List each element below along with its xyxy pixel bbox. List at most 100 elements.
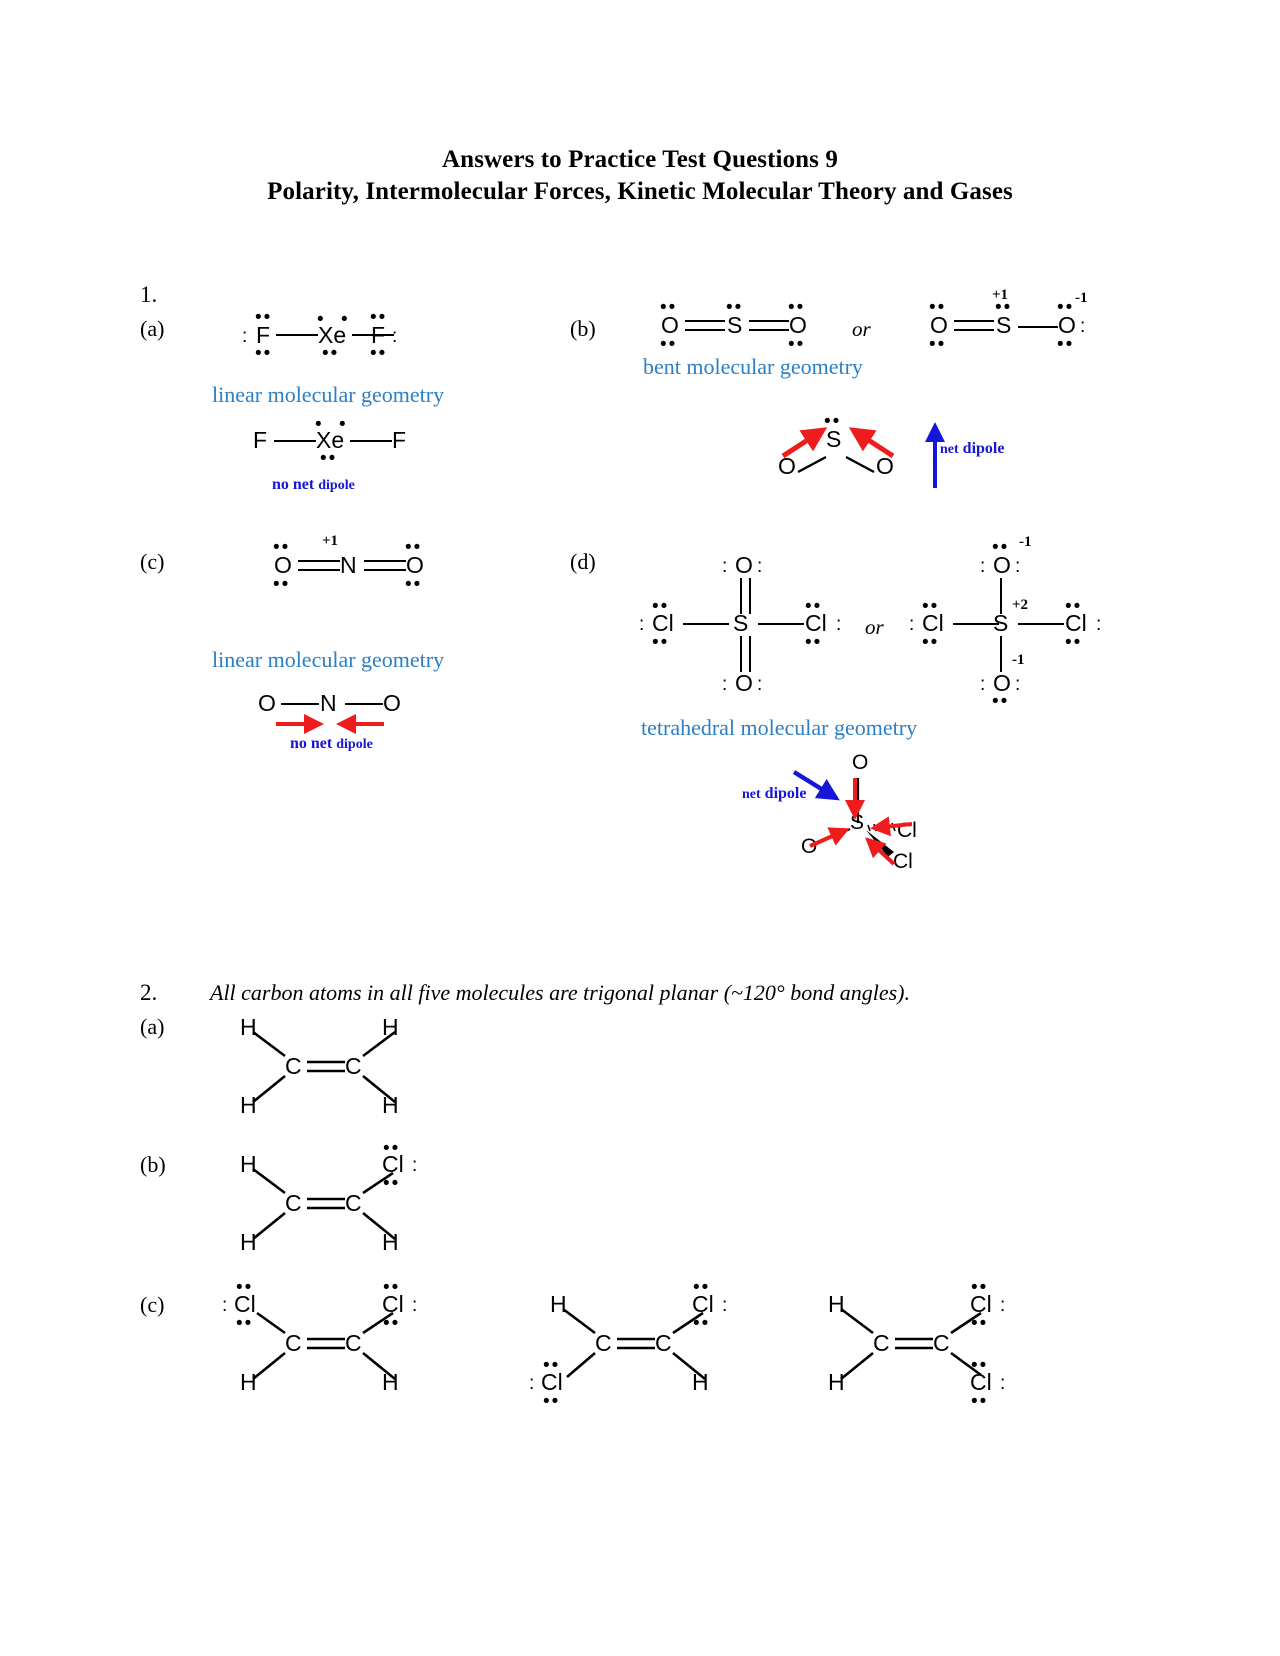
bonds-2c2	[562, 1307, 706, 1381]
shape-atom-o-right: O	[876, 453, 894, 479]
or-separator-1b: or	[852, 317, 871, 341]
geometry-label-1a: linear molecular geometry	[212, 382, 445, 407]
question-2-number: 2.	[140, 980, 158, 1005]
atom-f-right: F	[371, 322, 386, 348]
bonds-2c3	[840, 1307, 982, 1381]
dipole-label-1b: net dipole	[940, 440, 1004, 458]
atom-cl-topright-2c2: Cl	[692, 1291, 714, 1317]
bond-dipole-arrows-no2	[276, 714, 384, 734]
atom-c-right-2c1: C	[345, 1330, 362, 1356]
shape-atom-o-left-c: O	[258, 690, 276, 716]
atom-c-right-2a: C	[345, 1053, 362, 1079]
bond-dipole-arrows-so2	[781, 427, 895, 459]
atom-c-right-2c2: C	[655, 1330, 672, 1356]
atom-o-right: O	[789, 312, 807, 338]
atom-h-bottomleft-2a: H	[240, 1092, 257, 1118]
dipole-label-1d: net dipole	[742, 785, 806, 803]
net-dipole-arrow-so2	[925, 422, 945, 488]
bond-dipole-arrows-so2cl2	[809, 778, 913, 866]
atom-c-left-2c3: C	[873, 1330, 890, 1356]
dipole-prefix-1b: net	[940, 442, 959, 457]
dipole-label-1a: no net dipole	[272, 476, 355, 494]
question-1b-label: (b)	[570, 316, 596, 341]
question-1-number: 1.	[140, 282, 158, 307]
atom-s-center-d: S	[733, 610, 749, 636]
atom-h-bottomright-2a: H	[382, 1092, 399, 1118]
atom-cl-left-d2: Cl	[922, 610, 944, 636]
formal-charge-o: -1	[1075, 290, 1088, 306]
atom-cl-right-d2: Cl	[1065, 610, 1087, 636]
atom-xe-center: Xe	[318, 322, 347, 348]
shape-atom-f-left: F	[253, 427, 268, 453]
atom-f-left: F	[256, 322, 271, 348]
atom-o-left-2: O	[930, 312, 948, 338]
atom-c-right-2b: C	[345, 1190, 362, 1216]
dipole-prefix-1c: no net	[290, 735, 333, 752]
atom-c-left-2c1: C	[285, 1330, 302, 1356]
atom-s-center-2: S	[996, 312, 1012, 338]
bonds-2c1	[252, 1311, 396, 1381]
bonds-2b	[252, 1167, 396, 1241]
formal-charge-o-bottom: -1	[1012, 652, 1025, 668]
atom-h-bottomright-2c2: H	[692, 1369, 709, 1395]
dipole-word-1d: dipole	[764, 785, 807, 802]
dipole-label-1c: no net dipole	[290, 735, 373, 753]
dipole-word-1a: dipole	[318, 478, 355, 493]
atom-o-left-c: O	[274, 552, 292, 578]
atom-o-top-d2: O	[993, 552, 1011, 578]
shape-atom-n: N	[320, 690, 337, 716]
question-2b-label: (b)	[140, 1152, 166, 1177]
or-separator-1d: or	[865, 615, 884, 639]
shape-atom-o-left: O	[778, 453, 796, 479]
shape-atom-o-right-c: O	[383, 690, 401, 716]
atom-s-center-d2: S	[993, 610, 1009, 636]
shape-atom-xe: Xe	[316, 427, 345, 453]
shape-atom-s: S	[826, 426, 842, 452]
shape3d-atom-cl-bottom: Cl	[893, 850, 913, 873]
atom-o-bottom-d: O	[735, 670, 753, 696]
atom-o-bottom-d2: O	[993, 670, 1011, 696]
question-2-statement: All carbon atoms in all five molecules a…	[210, 980, 910, 1005]
atom-cl-left-d: Cl	[652, 610, 674, 636]
shape3d-atom-o-top: O	[852, 751, 869, 774]
atom-c-right-2c3: C	[933, 1330, 950, 1356]
atom-c-left-2b: C	[285, 1190, 302, 1216]
atom-cl-topright-2c3: Cl	[970, 1291, 992, 1317]
formal-charge-s-d: +2	[1012, 597, 1029, 613]
atom-o-top-d: O	[735, 552, 753, 578]
atom-o-right-c: O	[406, 552, 424, 578]
question-2a-label: (a)	[140, 1014, 165, 1039]
atom-o-left: O	[661, 312, 679, 338]
atom-h-bottomright-2c1: H	[382, 1369, 399, 1395]
shape-atom-f-right: F	[392, 427, 407, 453]
dipole-prefix-1d: net	[742, 787, 761, 802]
page-title-line2: Polarity, Intermolecular Forces, Kinetic…	[267, 178, 1013, 205]
atom-h-bottomleft-2c3: H	[828, 1369, 845, 1395]
geometry-label-1d: tetrahedral molecular geometry	[641, 715, 918, 740]
atom-o-right-2: O	[1058, 312, 1076, 338]
atom-cl-right-d: Cl	[805, 610, 827, 636]
atom-cl-topright-2c1: Cl	[382, 1291, 404, 1317]
dipole-prefix-1a: no net	[272, 476, 315, 493]
atom-h-bottomleft-2c1: H	[240, 1369, 257, 1395]
atom-h-bottomright-2b: H	[382, 1229, 399, 1255]
atom-h-bottomleft-2b: H	[240, 1229, 257, 1255]
atom-cl-topright-2b: Cl	[382, 1151, 404, 1177]
question-1a-label: (a)	[140, 316, 165, 341]
atom-cl-topleft-2c1: Cl	[234, 1291, 256, 1317]
atom-cl-bottomleft-2c2: Cl	[541, 1369, 563, 1395]
formal-charge-o-top: -1	[1019, 534, 1032, 550]
formal-charge-s: +1	[992, 287, 1009, 303]
net-dipole-arrow-so2cl2	[792, 770, 840, 801]
atom-cl-bottomright-2c3: Cl	[970, 1369, 992, 1395]
question-2c-label: (c)	[140, 1292, 165, 1317]
dipole-word-1c: dipole	[336, 737, 373, 752]
atom-s-center: S	[727, 312, 743, 338]
shape3d-atom-o-left: O	[801, 835, 818, 858]
dipole-word-1b: dipole	[962, 440, 1005, 457]
atom-n-center: N	[340, 552, 357, 578]
atom-c-left-2a: C	[285, 1053, 302, 1079]
question-1c-label: (c)	[140, 549, 165, 574]
page-title-line1: Answers to Practice Test Questions 9	[442, 146, 838, 173]
